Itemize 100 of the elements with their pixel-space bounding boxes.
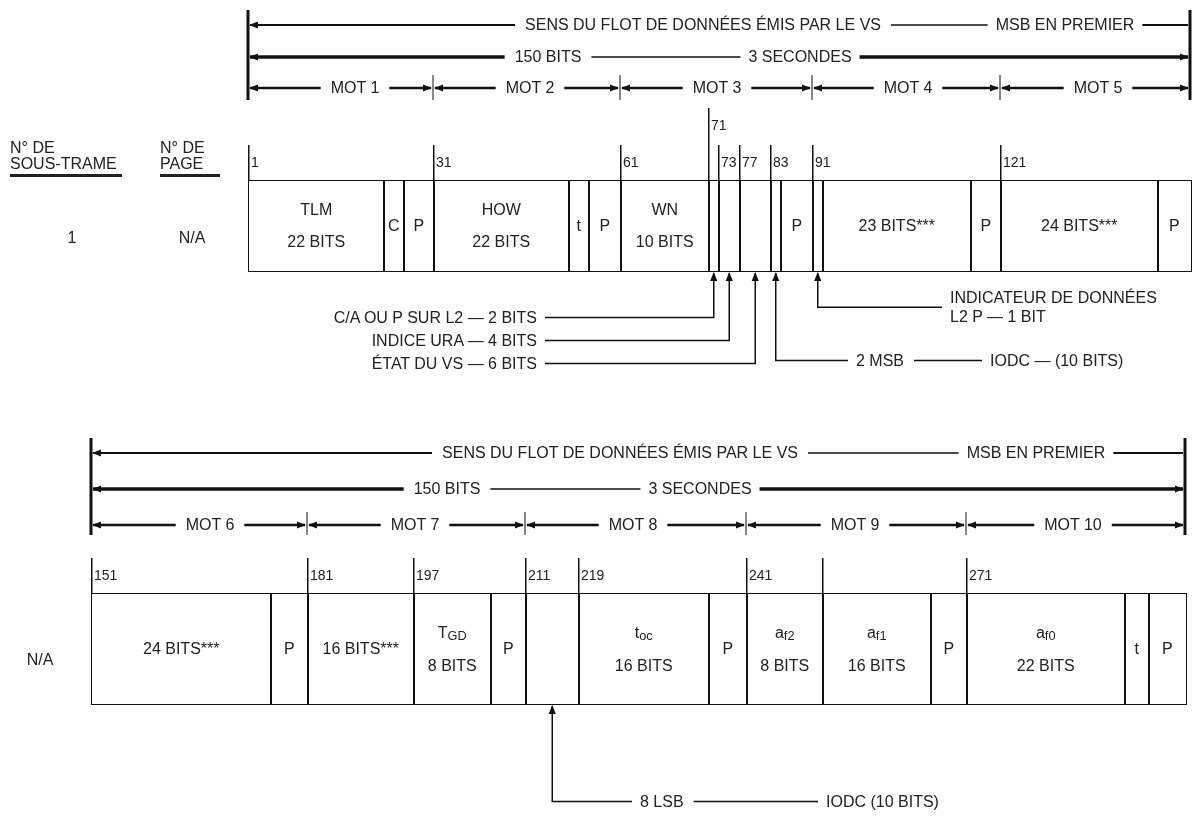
bit-count: 10 BITS bbox=[635, 233, 694, 251]
bit-field bbox=[770, 180, 782, 272]
bit-field bbox=[812, 180, 824, 272]
row-value: 1 bbox=[67, 230, 77, 246]
field-name: TLM bbox=[300, 201, 333, 219]
bit-number: 77 bbox=[742, 155, 758, 169]
bit-field: P bbox=[490, 593, 527, 705]
leader-line bbox=[544, 272, 759, 365]
bit-number: 197 bbox=[416, 568, 440, 582]
field-name: a$_{f0}$ bbox=[1035, 623, 1056, 643]
bit-number: 61 bbox=[623, 155, 639, 169]
bit-field: 23 BITS*** bbox=[822, 180, 972, 272]
bit-field: P bbox=[780, 180, 814, 272]
dimension-label: 3 SECONDES bbox=[648, 481, 752, 497]
dimension-label: MOT 3 bbox=[692, 80, 742, 96]
dimension-label: MOT 8 bbox=[608, 517, 658, 533]
field-name: T$_{GD}$ bbox=[437, 623, 467, 643]
dimension-label: MOT 9 bbox=[830, 517, 880, 533]
dimension-label: MOT 5 bbox=[1073, 80, 1123, 96]
bit-number: 121 bbox=[1003, 155, 1027, 169]
bit-number: 71 bbox=[711, 118, 727, 132]
bit-number: 151 bbox=[94, 568, 118, 582]
bit-field: 24 BITS*** bbox=[91, 593, 272, 705]
dimension-label: MOT 10 bbox=[1044, 517, 1102, 533]
bit-count: 16 BITS bbox=[614, 656, 673, 675]
field-name: t$_{oc}$ bbox=[634, 623, 653, 643]
bit-field bbox=[739, 180, 772, 272]
bit-number: 271 bbox=[969, 568, 993, 582]
field-name: a$_{f2}$ bbox=[774, 623, 795, 643]
bit-number: 211 bbox=[528, 568, 551, 582]
dimension-label: 3 SECONDES bbox=[748, 49, 852, 65]
bit-field: P bbox=[403, 180, 435, 272]
bit-field bbox=[248, 180, 385, 272]
field-name: a$_{f1}$ bbox=[866, 623, 887, 643]
dimension-label: MOT 1 bbox=[330, 80, 380, 96]
bit-field bbox=[525, 593, 580, 705]
bit-field: t bbox=[1124, 593, 1150, 705]
bit-field bbox=[413, 593, 492, 705]
bit-count: 8 BITS bbox=[427, 656, 477, 675]
dimension-label: MOT 7 bbox=[390, 517, 440, 533]
column-header: N° DE SOUS-TRAME bbox=[10, 140, 122, 177]
dimension-label: SENS DU FLOT DE DONNÉES ÉMIS PAR LE VS bbox=[525, 17, 881, 33]
leader-line bbox=[772, 272, 849, 362]
bit-field: P bbox=[970, 180, 1002, 272]
leader-label: ÉTAT DU VS — 6 BITS bbox=[371, 354, 537, 374]
leader-line bbox=[692, 800, 819, 803]
leader-line bbox=[544, 272, 733, 342]
bit-field: P bbox=[1157, 180, 1192, 272]
dimension-label: 150 BITS bbox=[413, 481, 481, 497]
bit-field bbox=[966, 593, 1126, 705]
field-name: HOW bbox=[481, 201, 521, 219]
dimension-label: MOT 4 bbox=[883, 80, 933, 96]
row-value: N/A bbox=[26, 652, 54, 668]
bit-count: 8 BITS bbox=[760, 656, 810, 675]
leader-label: IODC — (10 BITS) bbox=[990, 351, 1124, 371]
column-header: N° DE PAGE bbox=[160, 140, 220, 177]
bit-field: P bbox=[930, 593, 968, 705]
leader-line bbox=[913, 359, 983, 362]
leader-label: INDICATEUR DE DONNÉES L2 P — 1 BIT bbox=[950, 288, 1175, 327]
field-name: WN bbox=[651, 201, 679, 219]
bit-field: P bbox=[588, 180, 622, 272]
leader-label: 8 LSB bbox=[640, 792, 684, 812]
dimension-label: MSB EN PREMIER bbox=[995, 17, 1135, 33]
leader-label: C/A OU P SUR L2 — 2 BITS bbox=[333, 308, 537, 328]
leader-label: 2 MSB bbox=[856, 351, 904, 371]
bit-field: 16 BITS*** bbox=[307, 593, 415, 705]
dimension-label: 150 BITS bbox=[514, 49, 582, 65]
bit-field bbox=[708, 180, 720, 272]
bit-number: 1 bbox=[251, 155, 259, 169]
bit-number: 83 bbox=[773, 155, 789, 169]
row-value: N/A bbox=[178, 230, 206, 246]
leader-label: IODC (10 BITS) bbox=[826, 792, 939, 812]
leader-line bbox=[814, 272, 943, 308]
bit-count: 16 BITS bbox=[847, 656, 906, 675]
leader-line bbox=[548, 705, 633, 803]
bit-field bbox=[433, 180, 570, 272]
bit-number: 181 bbox=[310, 568, 334, 582]
dimension-label: SENS DU FLOT DE DONNÉES ÉMIS PAR LE VS bbox=[442, 445, 798, 461]
dimension-label: MSB EN PREMIER bbox=[966, 445, 1106, 461]
leader-label: INDICE URA — 4 BITS bbox=[371, 331, 537, 351]
bit-field: P bbox=[708, 593, 748, 705]
bit-number: 219 bbox=[581, 568, 605, 582]
bit-field bbox=[822, 593, 932, 705]
bit-number: 31 bbox=[436, 155, 452, 169]
leader-line bbox=[544, 272, 718, 319]
bit-number: 73 bbox=[721, 155, 737, 169]
bit-field: P bbox=[1148, 593, 1187, 705]
bit-count: 22 BITS bbox=[1016, 656, 1075, 675]
bit-field bbox=[746, 593, 824, 705]
bit-field: 24 BITS*** bbox=[1000, 180, 1159, 272]
bit-number: 91 bbox=[815, 155, 831, 169]
bit-field bbox=[578, 593, 710, 705]
bit-count: 22 BITS bbox=[287, 233, 346, 251]
dimension-label: MOT 6 bbox=[185, 517, 235, 533]
bit-field: t bbox=[568, 180, 590, 272]
bit-number: 241 bbox=[749, 568, 773, 582]
bit-count: 22 BITS bbox=[472, 233, 531, 251]
dimension-label: MOT 2 bbox=[505, 80, 555, 96]
bit-field: C bbox=[383, 180, 405, 272]
bit-field bbox=[718, 180, 741, 272]
